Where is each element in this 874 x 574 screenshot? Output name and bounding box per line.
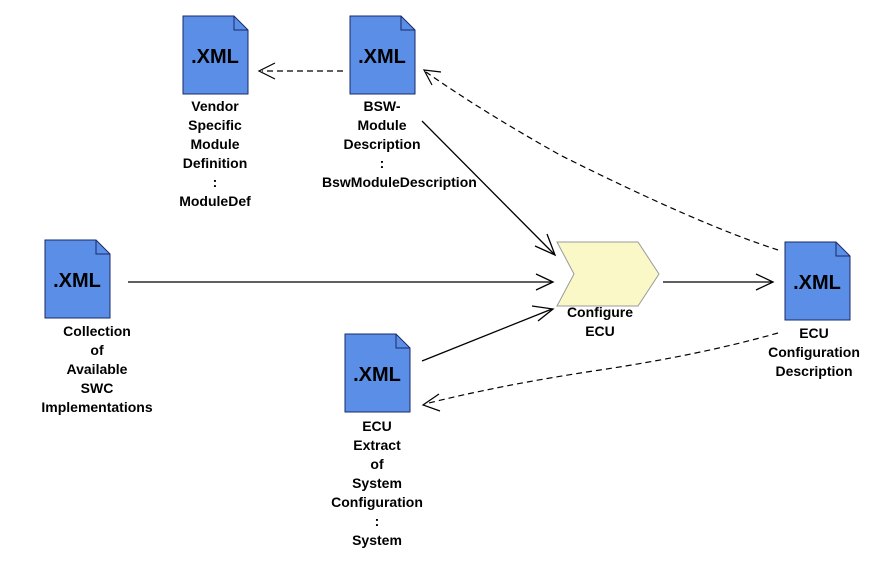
label-line: ECU (799, 325, 829, 341)
document-bsw[interactable]: .XML (349, 15, 416, 95)
edge-extract-to-configure (421, 305, 555, 362)
document-vendor[interactable]: .XML (182, 15, 249, 95)
label-line: Configuration (331, 494, 423, 510)
connections (128, 62, 779, 412)
edge-ecuconfig-to-bsw (422, 69, 779, 251)
label-line: of (370, 456, 384, 472)
label-line: ModuleDef (179, 193, 251, 209)
label-line: Module (357, 117, 407, 133)
edge-configure-to-ecuconfig (663, 273, 775, 291)
label-line: BSW- (363, 98, 401, 114)
label-line: System (352, 475, 402, 491)
label-line: Configure (566, 304, 634, 320)
label-line: SWC (80, 380, 114, 396)
xml-icon-text: .XML (353, 364, 401, 386)
edge-swc-to-configure (128, 273, 555, 291)
label-line: Description (775, 363, 853, 379)
vendor-module-definition-label: Vendor Specific Module Definition : Modu… (155, 97, 275, 211)
xml-icon-text: .XML (793, 272, 841, 294)
xml-document-icon: .XML (784, 241, 851, 321)
label-line: Extract (353, 437, 401, 453)
label-line: Vendor (191, 98, 239, 114)
label-line: BswModuleDescription (322, 174, 477, 190)
configure-ecu-label: Configure ECU (540, 303, 660, 341)
process-chevron-icon (556, 241, 660, 307)
label-line: Description (343, 136, 421, 152)
edge-ecuconfig-to-extract (421, 332, 779, 412)
edge-bsw-to-vendor (257, 62, 343, 80)
swc-implementations-label: Collection of Available SWC Implementati… (37, 322, 157, 417)
xml-document-icon: .XML (44, 239, 111, 319)
document-ecu-configuration[interactable]: .XML (784, 241, 851, 321)
label-line: Module (190, 136, 240, 152)
ecu-configuration-description-label: ECU Configuration Description (754, 324, 874, 381)
document-swc[interactable]: .XML (44, 239, 111, 319)
edge-bsw-to-configure (421, 120, 557, 257)
label-line: : (379, 155, 385, 171)
label-line: ECU (362, 418, 392, 434)
xml-document-icon: .XML (349, 15, 416, 95)
ecu-extract-label: ECU Extract of System Configuration : Sy… (317, 417, 437, 550)
label-line: ECU (585, 323, 615, 339)
configure-ecu-process[interactable] (556, 241, 660, 307)
xml-document-icon: .XML (182, 15, 249, 95)
xml-icon-text: .XML (358, 46, 406, 68)
label-line: : (212, 174, 218, 190)
document-extract[interactable]: .XML (344, 333, 411, 413)
bsw-module-description-label: BSW- Module Description : BswModuleDescr… (322, 97, 477, 192)
label-line: Configuration (768, 344, 860, 360)
label-line: of (90, 342, 104, 358)
xml-icon-text: .XML (53, 270, 101, 292)
xml-document-icon: .XML (344, 333, 411, 413)
label-line: Implementations (41, 399, 153, 415)
label-line: : (374, 513, 380, 529)
label-line: Specific (188, 117, 242, 133)
label-line: System (352, 532, 402, 548)
label-line: Definition (182, 155, 248, 171)
label-line: Available (66, 361, 128, 377)
label-line: Collection (63, 323, 131, 339)
xml-icon-text: .XML (191, 46, 239, 68)
